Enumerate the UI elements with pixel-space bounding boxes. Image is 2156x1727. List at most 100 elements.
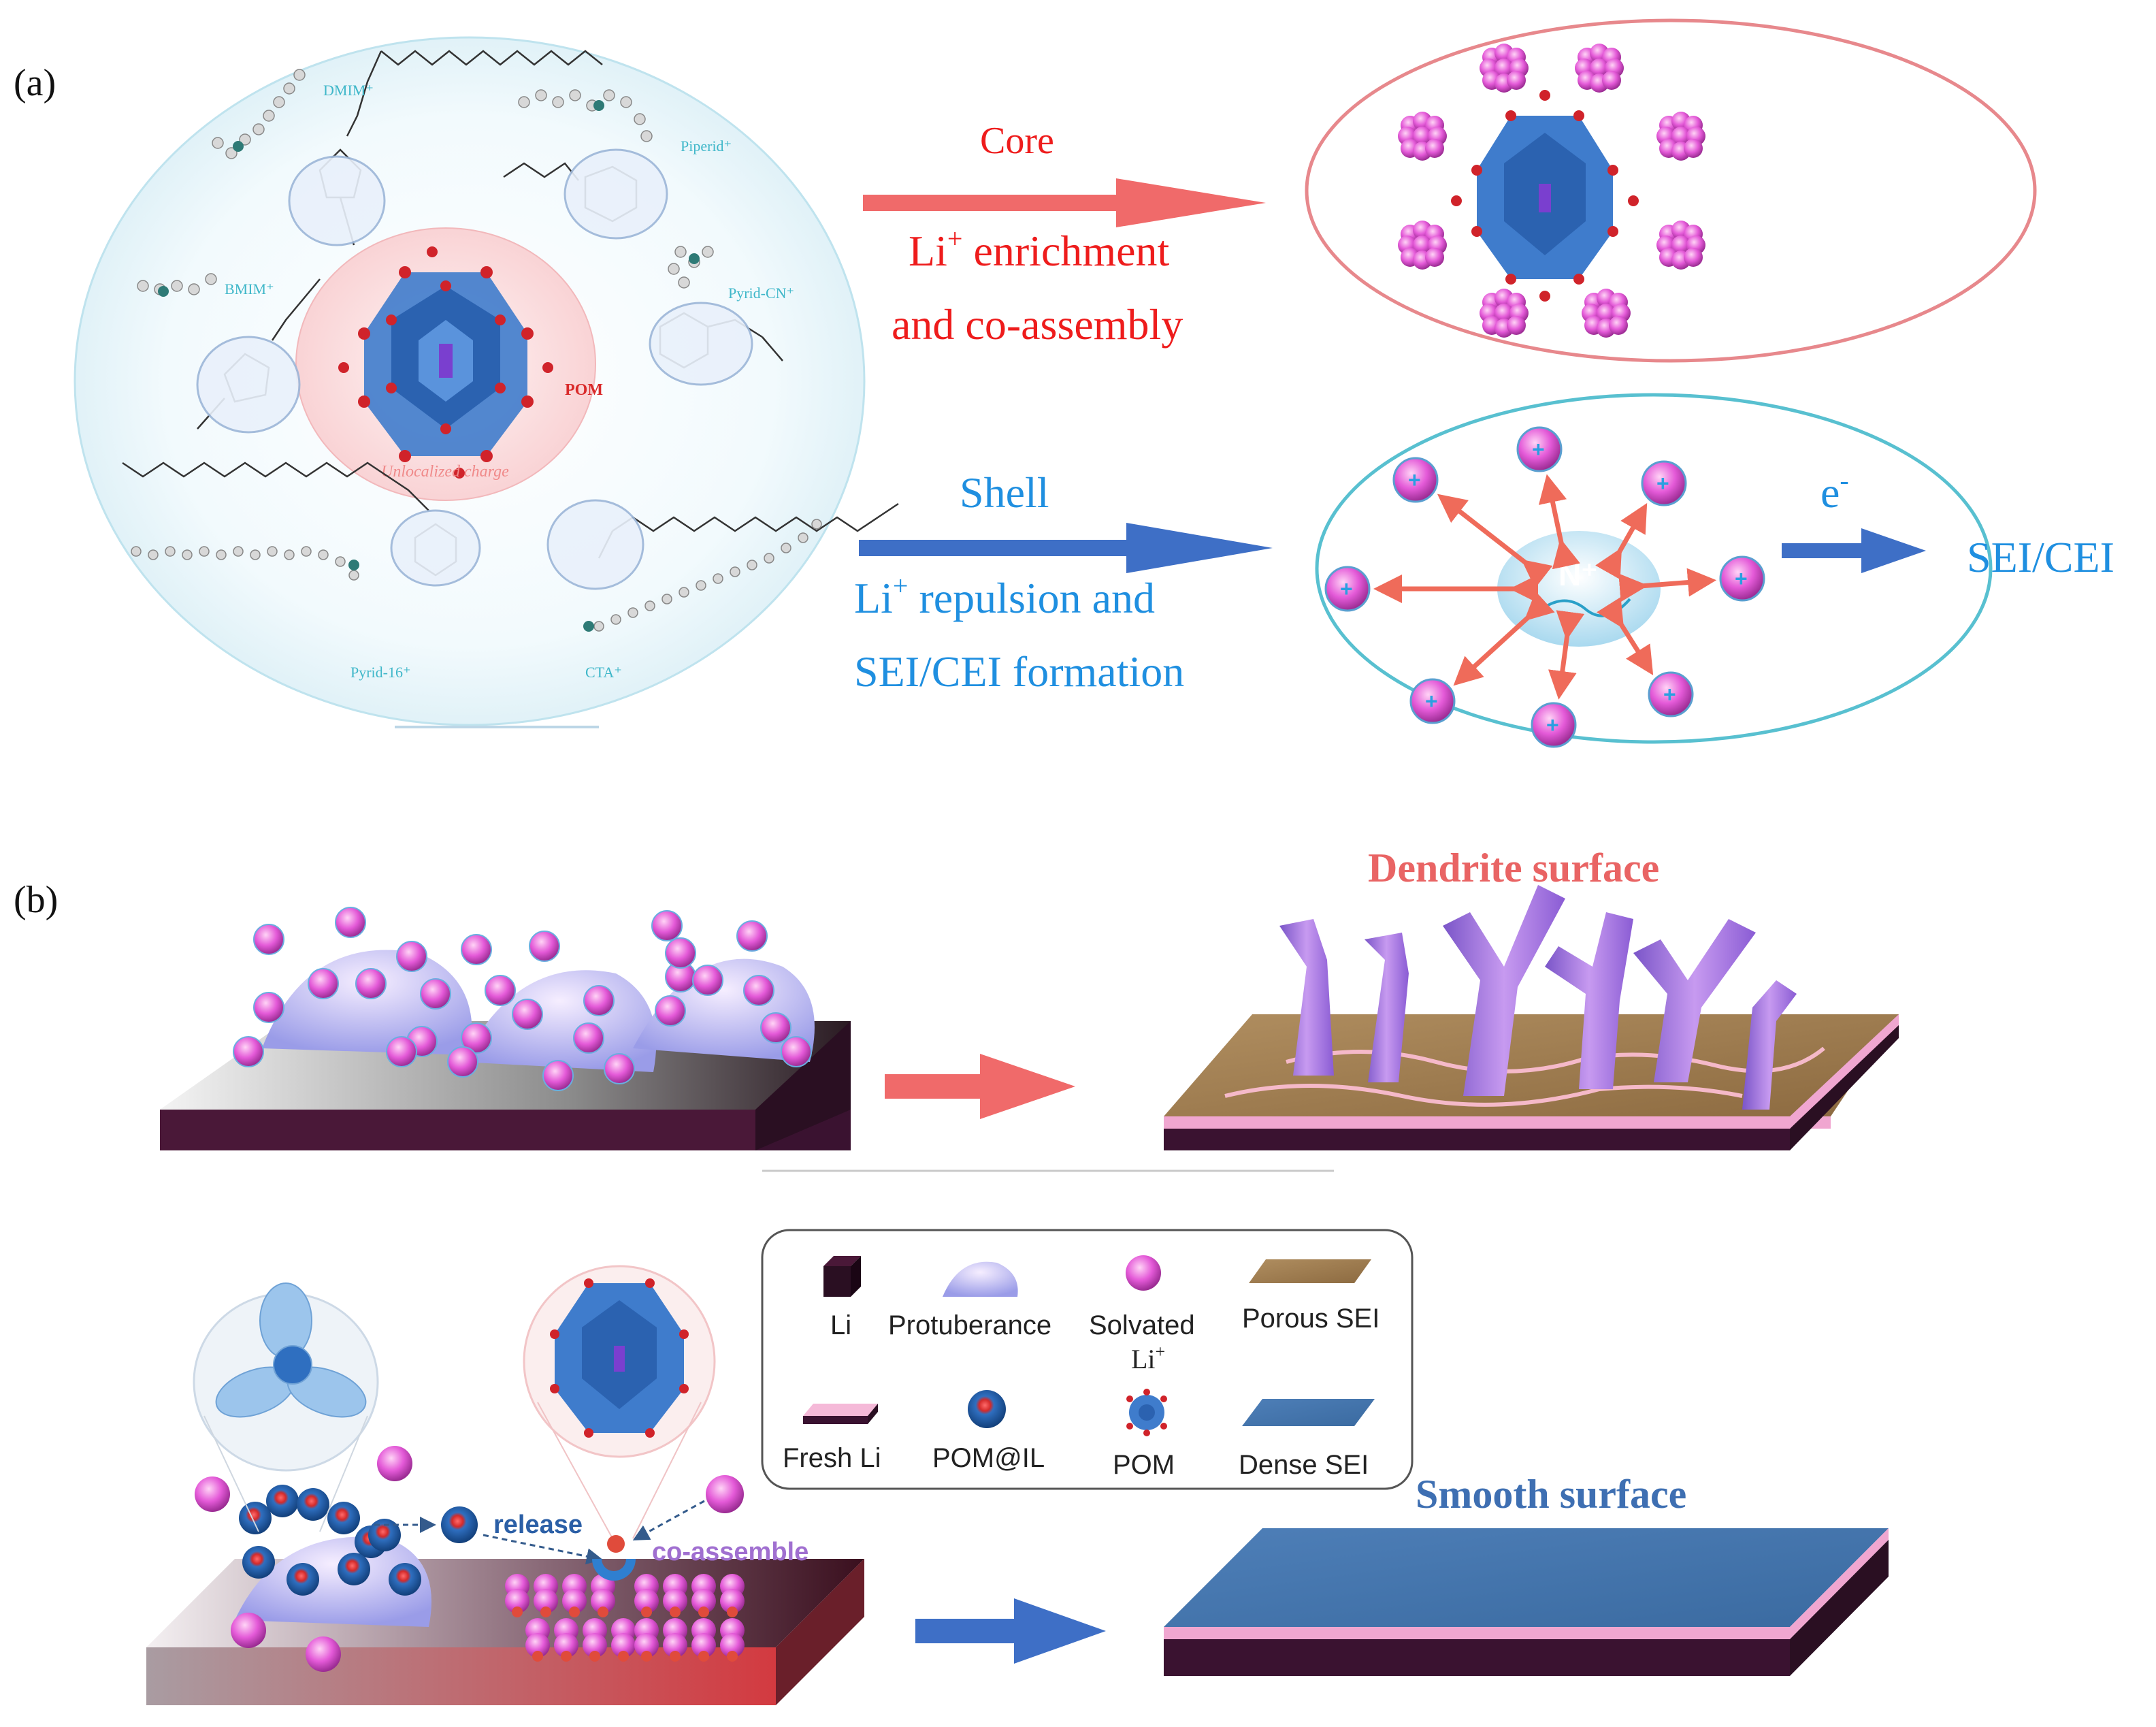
- li-cluster: [1398, 221, 1447, 270]
- li-cluster-ion: [1413, 127, 1432, 146]
- legend-solvated-li-symbol: [1126, 1255, 1161, 1291]
- solvated-li-ion: [386, 1036, 417, 1067]
- shell-line1: Li+ repulsion and: [854, 570, 1155, 622]
- li-ion-plus: +: [1656, 471, 1669, 496]
- magnify-line-right-1: [537, 1402, 613, 1539]
- solvated-li-ion: [308, 968, 339, 999]
- legend-dense-sei-symbol: [1242, 1399, 1375, 1426]
- pom-il-particle: [297, 1488, 329, 1521]
- core-line1: Li+ enrichment: [909, 223, 1170, 275]
- legend-fresh-li-label: Fresh Li: [783, 1443, 881, 1473]
- li-cluster-ion: [1413, 236, 1432, 255]
- legend-fresh-li-symbol: [803, 1404, 878, 1424]
- core-title: Core: [980, 120, 1054, 162]
- pom-il-particle: [338, 1553, 370, 1585]
- co-assemble-cup: [592, 1559, 636, 1581]
- li-cluster-ion: [1671, 127, 1690, 146]
- solvated-li-ion: [335, 907, 366, 938]
- bmim-label: BMIM⁺: [225, 280, 274, 297]
- li-cluster: [1656, 112, 1705, 161]
- repulsion-arrow: [1595, 502, 1648, 580]
- co-assembled-li: [562, 1589, 587, 1613]
- solvated-li-ion: [604, 1053, 635, 1084]
- shell-arrow: [859, 523, 1273, 573]
- panel-a-label: (a): [14, 62, 56, 104]
- pomil-magnified-lobes: [215, 1282, 367, 1418]
- repulsion-arrow: [1596, 596, 1654, 675]
- porous-sei-substrate: [1164, 1014, 1899, 1150]
- solvated-li-ion: [485, 975, 516, 1006]
- pom-cluster-center: [338, 246, 553, 479]
- repulsion-arrow: [1538, 474, 1580, 570]
- released-pom-il: [441, 1506, 478, 1543]
- repulsion-arrow: [1548, 610, 1585, 700]
- ball-stick-models: [131, 69, 822, 632]
- li-ion-plus: +: [1546, 713, 1559, 737]
- li-ion-plus: +: [1408, 468, 1421, 492]
- solvated-li-ion: [396, 941, 427, 972]
- solvated-li-ion: [447, 1046, 478, 1078]
- pyrid-cn-label: Pyrid-CN⁺: [728, 285, 794, 302]
- li-cluster-ion: [1507, 316, 1526, 335]
- repulsion-ions: ++++++++: [1324, 426, 1765, 748]
- solvated-li-ion: [233, 1036, 264, 1067]
- legend-pom-il-label: POM@IL: [932, 1443, 1045, 1473]
- solvated-li-ions-top: [233, 907, 812, 1091]
- piperid-label: Piperid⁺: [681, 138, 732, 155]
- co-assembled-pom: [569, 1607, 580, 1617]
- li-cluster: [1582, 289, 1631, 338]
- li-cluster: [1480, 289, 1529, 338]
- magnify-line-left-2: [319, 1415, 368, 1532]
- solvated-li-ion: [736, 920, 768, 952]
- li-cluster-ion: [1684, 139, 1703, 158]
- pom-il-particle: [368, 1519, 401, 1551]
- protuberance-bottom: [235, 1536, 431, 1627]
- dendrite-arrow: [885, 1054, 1075, 1119]
- li-cluster-ion: [1425, 139, 1444, 158]
- core-ellipse: [1305, 18, 2037, 363]
- pom-il-particle: [242, 1546, 275, 1579]
- electron-arrow: [1782, 528, 1926, 573]
- co-assembled-li: [583, 1633, 607, 1658]
- legend-porous-sei-label: Porous SEI: [1242, 1304, 1379, 1334]
- core-arrow: [863, 178, 1266, 227]
- li-ion: [1648, 671, 1694, 717]
- shell-title: Shell: [960, 468, 1049, 517]
- co-assembled-li: [554, 1633, 578, 1658]
- co-assembled-pom: [540, 1607, 551, 1617]
- cation-head-circles: [196, 148, 753, 590]
- solvated-li-ion: [529, 931, 560, 962]
- solvated-li-ion: [743, 975, 774, 1006]
- legend-protuberance-label: Protuberance: [888, 1310, 1051, 1340]
- magnify-line-left-1: [203, 1415, 259, 1532]
- co-assembled-li: [525, 1633, 550, 1658]
- pom-label: POM: [565, 381, 603, 399]
- li-cluster: [1656, 221, 1705, 270]
- pom-magnified: [550, 1278, 689, 1438]
- solvated-li-ion: [420, 978, 451, 1010]
- dense-sei-substrate: [1164, 1528, 1889, 1676]
- li-cluster-ion: [1597, 304, 1616, 323]
- co-assembled-pom: [670, 1607, 681, 1617]
- co-assembled-li: [663, 1589, 687, 1613]
- co-assembled-pom: [727, 1607, 738, 1617]
- li-ion: [1719, 555, 1765, 602]
- nitrogen-atoms: [158, 100, 700, 632]
- solvated-li-ion: [253, 924, 284, 955]
- li-cluster-ion: [1602, 71, 1621, 90]
- solvated-li-ion: [542, 1060, 574, 1091]
- solvated-li-ion: [781, 1036, 812, 1067]
- li-cluster-ion: [1425, 248, 1444, 267]
- li-ion: [1641, 460, 1687, 506]
- pom-il-particle: [266, 1485, 299, 1517]
- legend-li-symbol: [823, 1256, 861, 1297]
- free-li-ion: [195, 1476, 230, 1512]
- li-ion: [1531, 702, 1577, 748]
- co-assembled-pom: [670, 1651, 681, 1662]
- li-cluster-ion: [1684, 248, 1703, 267]
- legend-pom-label: POM: [1113, 1450, 1175, 1480]
- solvated-li-ion: [573, 1022, 604, 1054]
- co-assembled-li: [634, 1589, 659, 1613]
- co-assembled-pom: [589, 1651, 600, 1662]
- pom-il-particle: [327, 1502, 360, 1534]
